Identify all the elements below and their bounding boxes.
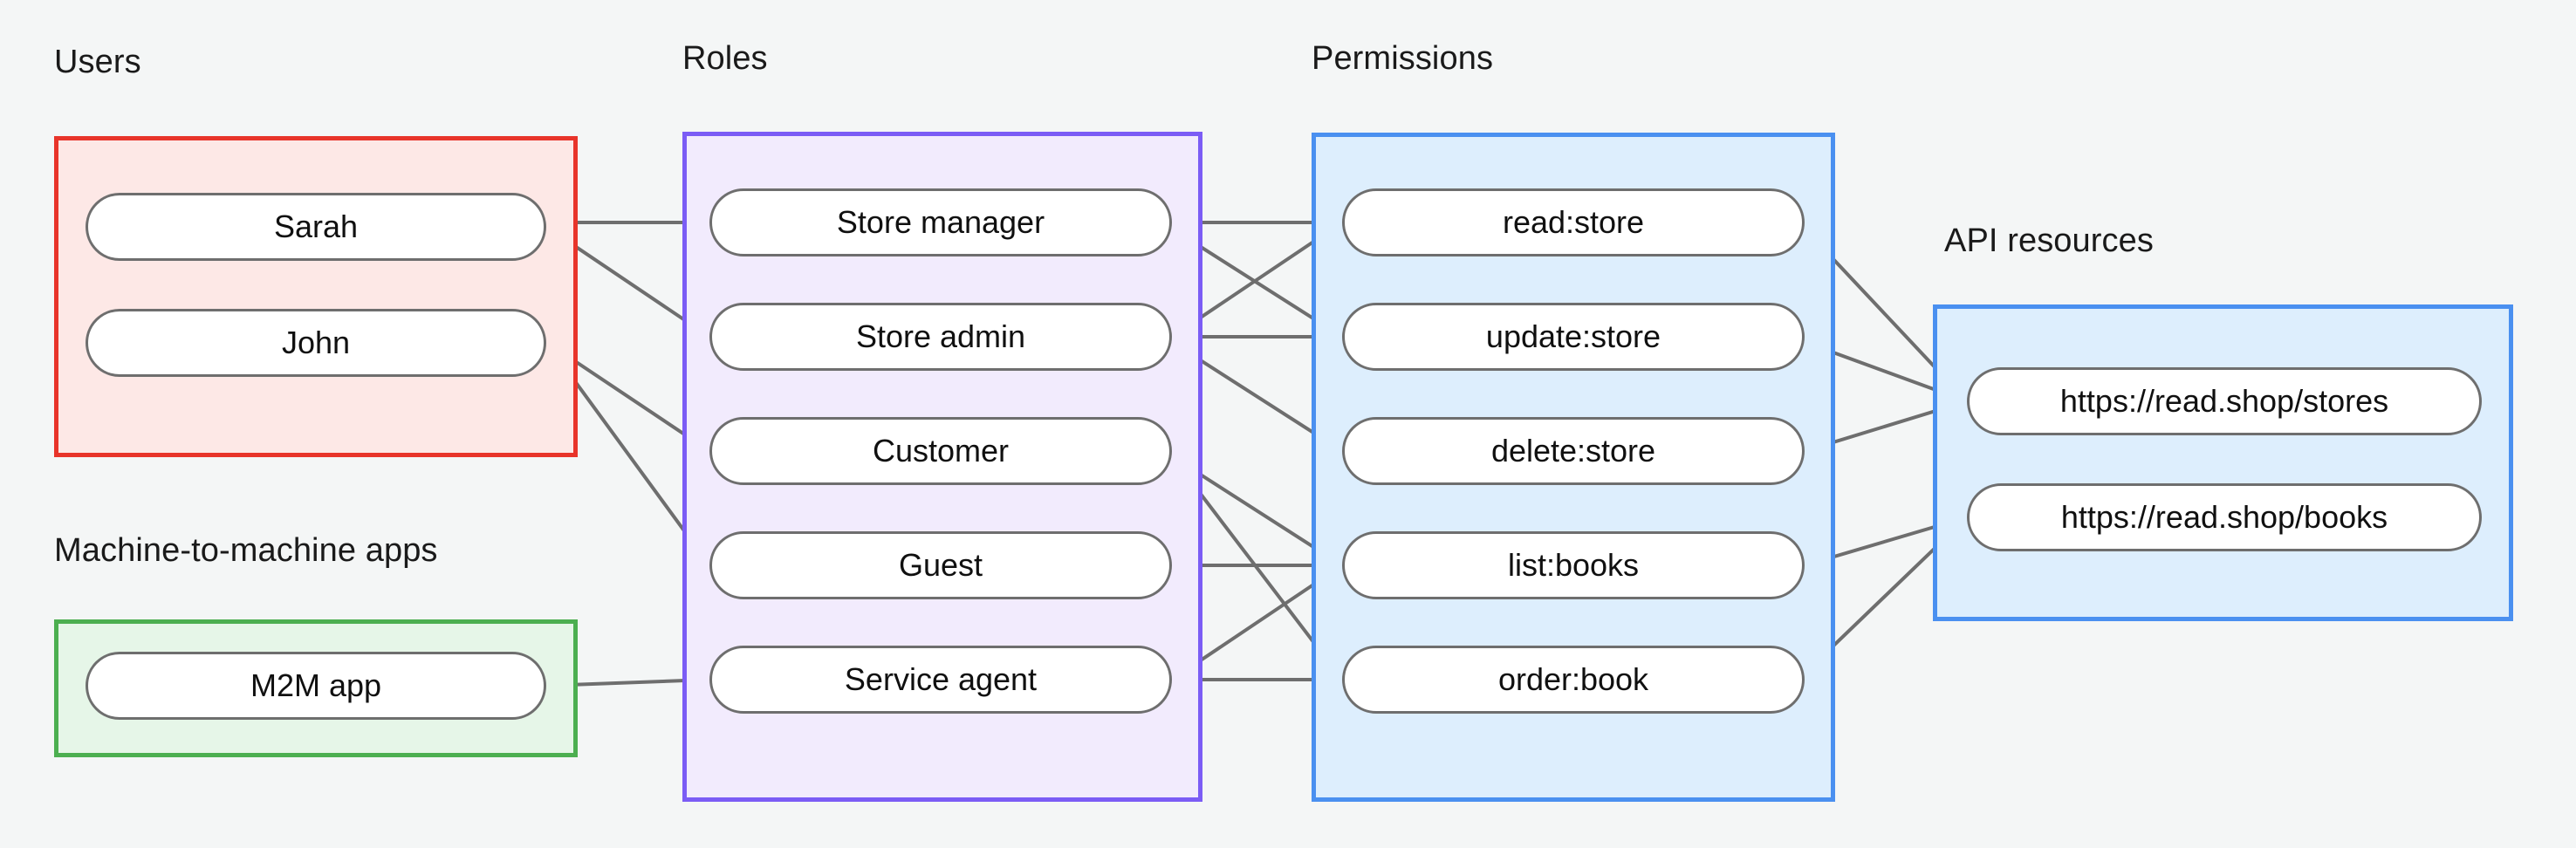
node-sarah[interactable]: Sarah <box>86 193 546 261</box>
node-john[interactable]: John <box>86 309 546 377</box>
group-label-roles: Roles <box>682 40 768 77</box>
node-label: https://read.shop/stores <box>2059 383 2389 419</box>
node-delete-store[interactable]: delete:store <box>1342 417 1805 485</box>
node-read-store[interactable]: read:store <box>1342 188 1805 256</box>
node-customer[interactable]: Customer <box>709 417 1172 485</box>
node-label: Customer <box>872 433 1010 468</box>
node-label: https://read.shop/books <box>2060 499 2388 535</box>
node-label: Sarah <box>273 209 359 244</box>
node-service-agent[interactable]: Service agent <box>709 646 1172 714</box>
node-label: M2M app <box>250 667 382 703</box>
node-label: update:store <box>1485 318 1661 354</box>
group-box-users <box>54 136 578 457</box>
node-label: read:store <box>1502 204 1645 240</box>
node-api-stores[interactable]: https://read.shop/stores <box>1967 367 2482 435</box>
node-list-books[interactable]: list:books <box>1342 531 1805 599</box>
node-guest[interactable]: Guest <box>709 531 1172 599</box>
group-label-m2m: Machine-to-machine apps <box>54 532 438 569</box>
node-store-admin[interactable]: Store admin <box>709 303 1172 371</box>
node-label: delete:store <box>1490 433 1656 468</box>
node-label: Store manager <box>836 204 1045 240</box>
node-label: order:book <box>1497 661 1649 697</box>
node-label: Store admin <box>855 318 1026 354</box>
node-label: John <box>281 325 351 360</box>
node-label: Service agent <box>844 661 1038 697</box>
node-label: list:books <box>1507 547 1640 583</box>
node-store-manager[interactable]: Store manager <box>709 188 1172 256</box>
group-label-permissions: Permissions <box>1312 40 1494 77</box>
node-m2m-app[interactable]: M2M app <box>86 652 546 720</box>
node-api-books[interactable]: https://read.shop/books <box>1967 483 2482 551</box>
node-update-store[interactable]: update:store <box>1342 303 1805 371</box>
group-label-users: Users <box>54 44 141 80</box>
node-order-book[interactable]: order:book <box>1342 646 1805 714</box>
group-box-api-resources <box>1933 304 2513 621</box>
group-label-api-resources: API resources <box>1944 222 2154 259</box>
node-label: Guest <box>898 547 983 583</box>
